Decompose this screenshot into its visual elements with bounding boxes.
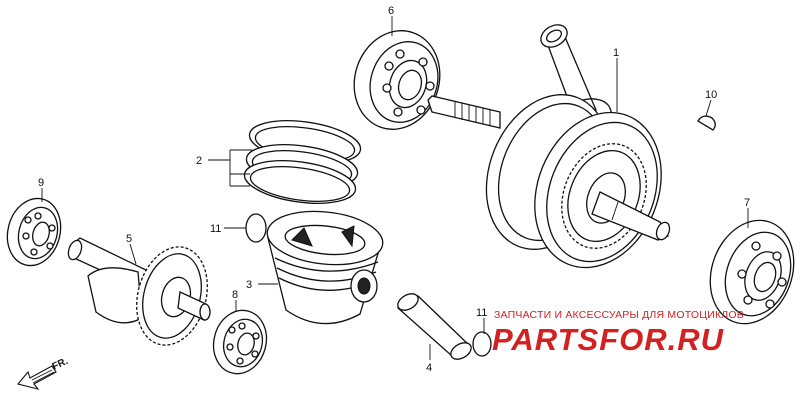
front-label: FR. [51, 356, 70, 373]
watermark-tagline: ЗАПЧАСТИ И АКСЕССУАРЫ ДЛЯ МОТОЦИКЛОВ [494, 309, 744, 321]
callout-10: 10 [705, 89, 717, 101]
callout-3: 3 [246, 279, 252, 291]
bearing-7-drawing [709, 219, 795, 325]
crankshaft-1-drawing [427, 24, 671, 269]
piston-pin-clip-11b-drawing [472, 331, 492, 357]
leader-lines [41, 16, 749, 360]
callout-6: 6 [388, 5, 394, 17]
key-10-drawing [697, 115, 716, 131]
callout-1: 1 [613, 47, 619, 59]
callout-2: 2 [196, 155, 202, 167]
callout-7: 7 [744, 197, 750, 209]
callout-11b: 11 [476, 307, 487, 319]
piston-3-drawing [266, 210, 384, 325]
balancer-shaft-5-drawing [67, 237, 211, 346]
front-arrow-icon [17, 365, 57, 390]
callout-9: 9 [38, 177, 44, 189]
callout-8: 8 [232, 289, 238, 301]
watermark: ЗАПЧАСТИ И АКСЕССУАРЫ ДЛЯ МОТОЦИКЛОВ PAR… [492, 309, 744, 357]
bearing-9-drawing [6, 197, 62, 267]
callout-labels: 6 1 10 7 2 11 3 4 11 9 5 8 [38, 5, 750, 374]
bearing-8-drawing [212, 309, 268, 375]
piston-pin-4-drawing [396, 293, 472, 360]
callout-11a: 11 [210, 223, 221, 235]
piston-rings-2-drawing [243, 120, 362, 204]
piston-pin-clip-11a-drawing [245, 213, 267, 243]
bearing-6-drawing [353, 30, 441, 130]
callout-5: 5 [126, 233, 132, 245]
front-direction-indicator: FR. [17, 356, 70, 390]
watermark-logo: PARTSFOR.RU [492, 322, 725, 357]
callout-4: 4 [426, 362, 432, 374]
